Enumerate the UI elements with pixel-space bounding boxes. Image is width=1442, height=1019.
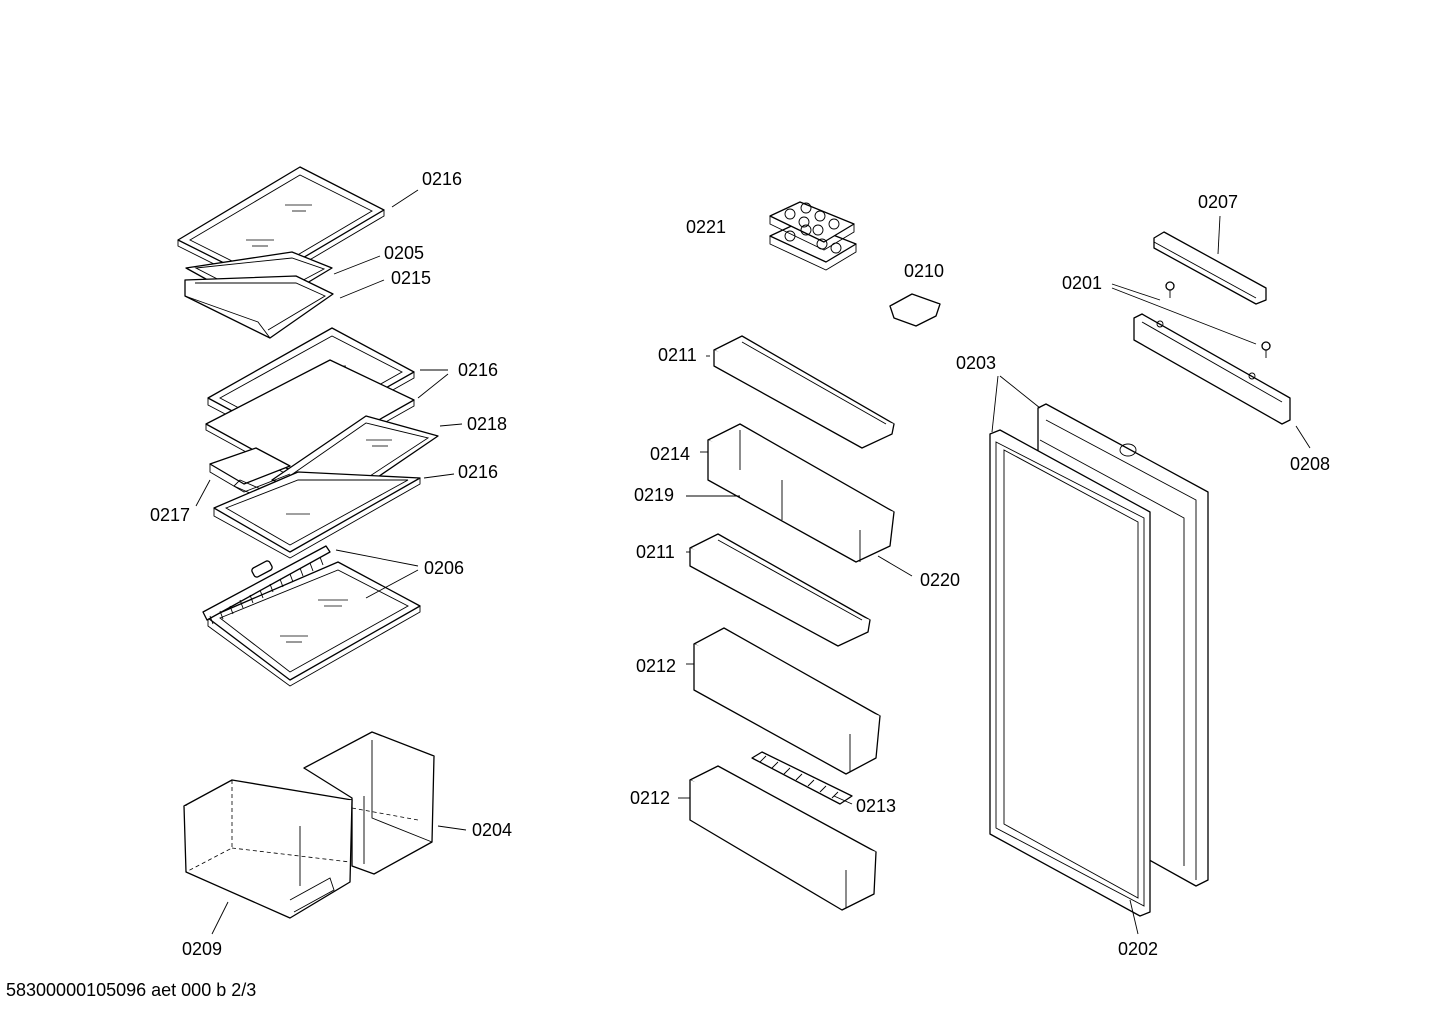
hinge-cover: [1153, 231, 1267, 305]
small-drawer: [184, 275, 334, 339]
label-0220: 0220: [920, 570, 960, 590]
label-0212-upper: 0212: [636, 656, 676, 676]
label-0216-lower: 0216: [458, 462, 498, 482]
label-0202: 0202: [1118, 939, 1158, 959]
egg-trays: [769, 201, 857, 271]
glass-shelf-bottle-rack: [202, 545, 421, 687]
bottle-retainer-0213: [751, 751, 853, 805]
label-0209: 0209: [182, 939, 222, 959]
label-0216-middle: 0216: [458, 360, 498, 380]
label-0208: 0208: [1290, 454, 1330, 474]
label-0203: 0203: [956, 353, 996, 373]
door-bin-0212-lower: [689, 765, 877, 911]
label-0204: 0204: [472, 820, 512, 840]
door-bin-0214-0219: [707, 423, 895, 563]
label-0211-lower: 0211: [636, 542, 675, 562]
screw-upper: [1165, 281, 1175, 298]
drawing-reference-code: 58300000105096 aet 000 b 2/3: [6, 980, 257, 1000]
label-0206: 0206: [424, 558, 464, 578]
leader-lines: [195, 189, 1311, 935]
vegetable-drawer-front: [183, 779, 353, 919]
label-0210: 0210: [904, 261, 944, 281]
part-labels: 0216 0205 0215 0216 0218 0216 0217 0206 …: [150, 169, 1330, 959]
door-gasket-0202: [989, 429, 1151, 917]
label-0215: 0215: [391, 268, 431, 288]
screw-lower: [1261, 341, 1271, 358]
door-bin-0212-upper: [693, 627, 881, 775]
label-0212-lower: 0212: [630, 788, 670, 808]
glass-shelf-lower: [213, 471, 421, 559]
hinge-bracket: [1133, 313, 1291, 425]
label-0218: 0218: [467, 414, 507, 434]
label-0214: 0214: [650, 444, 690, 464]
label-0213: 0213: [856, 796, 896, 816]
label-0217: 0217: [150, 505, 190, 525]
label-0221: 0221: [686, 217, 726, 237]
vegetable-drawer-rear: [303, 731, 435, 875]
label-0201: 0201: [1062, 273, 1102, 293]
label-0205: 0205: [384, 243, 424, 263]
label-0219: 0219: [634, 485, 674, 505]
label-0216-top: 0216: [422, 169, 462, 189]
label-0211-top: 0211: [658, 345, 697, 365]
label-0207: 0207: [1198, 192, 1238, 212]
butter-dish: [889, 293, 941, 327]
door-bin-0211-lower: [689, 533, 871, 647]
door-bin-0211-top: [713, 335, 895, 449]
